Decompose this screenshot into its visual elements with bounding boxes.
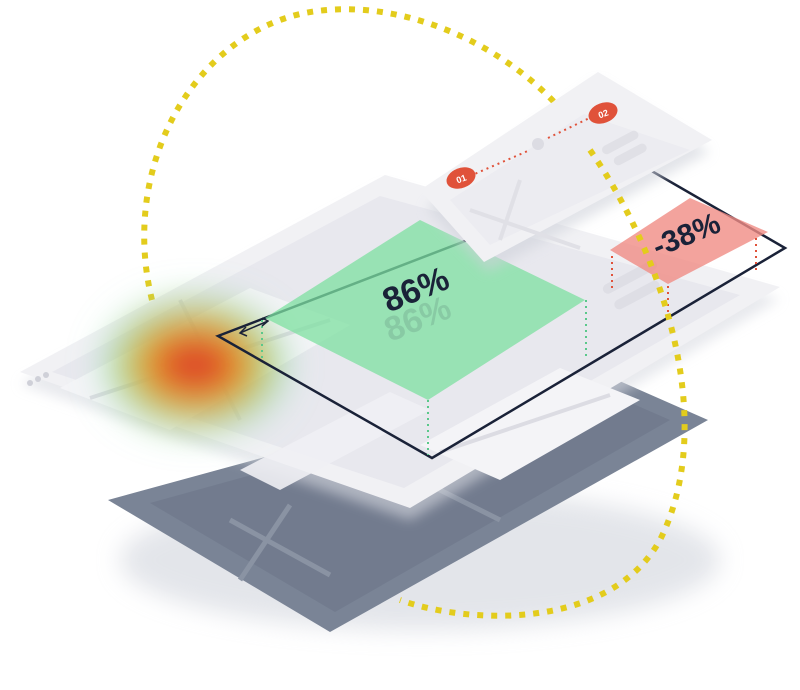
positive-highlight <box>265 220 585 400</box>
top-flow-card: 01 02 <box>420 72 712 272</box>
heatmap-overlay <box>100 295 290 435</box>
orbit-ring-front <box>398 148 688 619</box>
step-badge-01-label: 01 <box>455 173 468 186</box>
step-badge-02-label: 02 <box>597 108 610 121</box>
orbit-ring-back <box>141 6 593 301</box>
step-badge-02[interactable]: 02 <box>585 98 620 127</box>
resize-handle-icon[interactable] <box>238 317 270 337</box>
step-badge-01[interactable]: 01 <box>443 163 478 192</box>
